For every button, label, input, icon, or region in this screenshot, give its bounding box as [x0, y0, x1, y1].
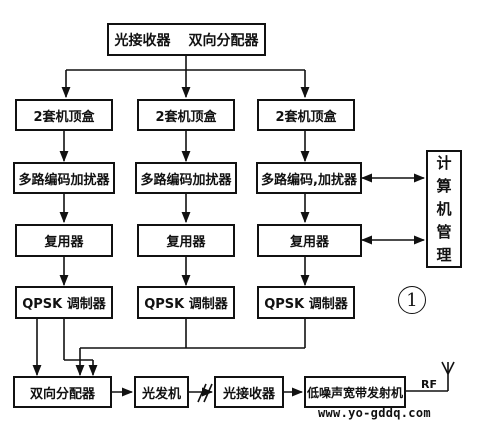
- qpsk-modulator-1: QPSK 调制器: [15, 286, 113, 319]
- computer-char-4: 管: [436, 222, 452, 241]
- computer-management-box: 计 算 机 管 理: [426, 150, 462, 268]
- set-top-box-2: 2套机顶盒: [137, 99, 235, 131]
- bidirectional-splitter-label: 双向分配器: [188, 32, 259, 49]
- multiplexer-2: 复用器: [137, 224, 235, 257]
- set-top-box-3: 2套机顶盒: [257, 99, 355, 131]
- figure-number: 1: [398, 286, 426, 314]
- rf-label: RF: [421, 378, 437, 391]
- optical-receiver-bottom: 光接收器: [214, 376, 284, 408]
- computer-char-2: 算: [436, 176, 452, 195]
- qpsk-modulator-3: QPSK 调制器: [257, 286, 355, 319]
- optical-transmitter: 光发机: [134, 376, 189, 408]
- bottom-splitter: 双向分配器: [13, 376, 112, 408]
- encoder-scrambler-2: 多路编码加扰器: [135, 162, 237, 194]
- optical-receiver-label: 光接收器: [114, 32, 171, 49]
- top-header-box: 光接收器 双向分配器: [107, 23, 266, 56]
- computer-char-5: 理: [436, 245, 452, 264]
- encoder-scrambler-1: 多路编码加扰器: [13, 162, 115, 194]
- antenna-icon: [440, 360, 456, 374]
- encoder-scrambler-3: 多路编码,加扰器: [256, 162, 362, 194]
- multiplexer-3: 复用器: [257, 224, 362, 257]
- computer-char-3: 机: [436, 199, 452, 218]
- set-top-box-1: 2套机顶盒: [15, 99, 113, 131]
- low-noise-wideband-transmitter: 低噪声宽带发射机: [304, 376, 406, 408]
- multiplexer-1: 复用器: [15, 224, 113, 257]
- qpsk-modulator-2: QPSK 调制器: [137, 286, 235, 319]
- watermark: www.yo-gddq.com: [318, 406, 431, 420]
- computer-char-1: 计: [436, 153, 452, 172]
